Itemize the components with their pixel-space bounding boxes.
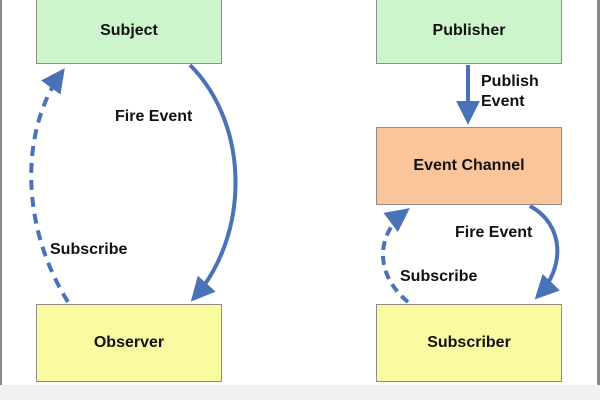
right-border xyxy=(597,0,600,400)
bottom-strip xyxy=(0,385,600,400)
observer-box: Observer xyxy=(36,304,222,382)
publisher-box: Publisher xyxy=(376,0,562,64)
event-channel-label: Event Channel xyxy=(413,157,525,174)
subscribe-arrow-right xyxy=(381,208,410,304)
subscriber-label: Subscriber xyxy=(427,334,511,351)
publish-event-label: Publish Event xyxy=(481,72,539,112)
fire-event-label-right: Fire Event xyxy=(455,224,533,241)
subscribe-label-right: Subscribe xyxy=(400,268,478,285)
fire-event-label-left: Fire Event xyxy=(115,108,193,125)
fire-event-arrow-left xyxy=(188,63,238,302)
fire-event-arrow-right xyxy=(529,204,560,300)
subscribe-label-left: Subscribe xyxy=(50,241,128,258)
subject-label: Subject xyxy=(100,22,158,39)
event-channel-box: Event Channel xyxy=(376,127,562,205)
publish-event-label-line1: Publish xyxy=(481,73,539,90)
publisher-label: Publisher xyxy=(432,22,506,39)
publish-event-label-line2: Event xyxy=(481,93,525,110)
subscribe-arrow-left xyxy=(29,68,70,304)
subscriber-box: Subscriber xyxy=(376,304,562,382)
left-border xyxy=(0,0,2,400)
observer-label: Observer xyxy=(93,334,165,351)
subject-box: Subject xyxy=(36,0,222,64)
